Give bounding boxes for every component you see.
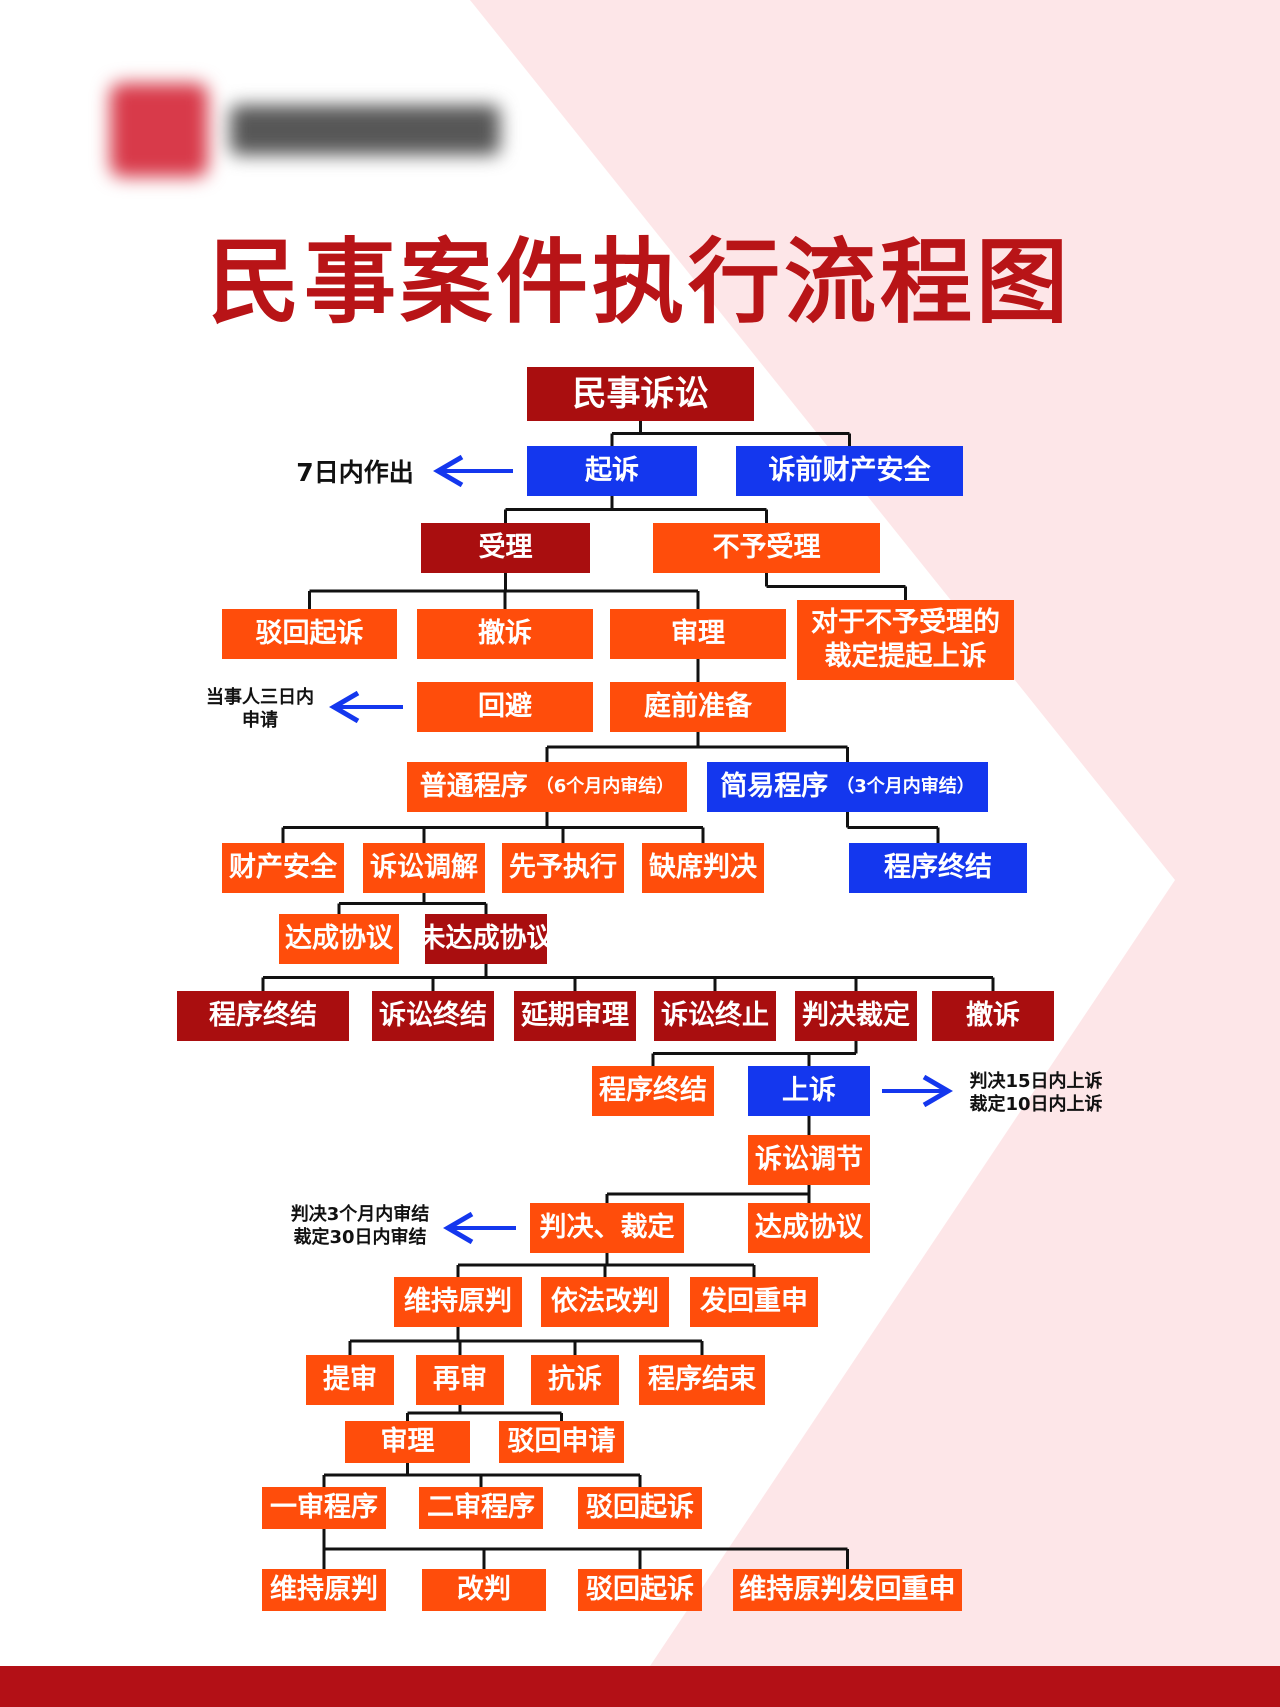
node-reject-application: 驳回申请 <box>499 1421 624 1463</box>
node-uphold-original-1: 维持原判 <box>394 1277 522 1327</box>
blue-arrow <box>433 454 513 488</box>
node-dismiss-suit-2: 驳回起诉 <box>578 1487 702 1529</box>
blue-arrow <box>882 1074 953 1108</box>
node-default-judgment: 缺席判决 <box>642 843 764 893</box>
node-pretrial-prep: 庭前准备 <box>610 682 786 732</box>
node-judgment-ruling-2: 判决、裁定 <box>530 1203 684 1253</box>
blurred-logo <box>110 75 510 185</box>
node-judgment-ruling: 判决裁定 <box>795 991 917 1041</box>
node-appeal-not-accept: 对于不予受理的 裁定提起上诉 <box>797 600 1014 680</box>
node-recusal: 回避 <box>417 682 593 732</box>
node-no-agreement: 未达成协议 <box>419 914 554 964</box>
node-termination-2: 程序终结 <box>592 1066 714 1116</box>
node-litigation-concluded: 诉讼终结 <box>372 991 494 1041</box>
node-protest: 抗诉 <box>531 1355 619 1405</box>
node-pre-litigation-property: 诉前财产安全 <box>736 446 963 496</box>
blue-arrow <box>329 690 403 724</box>
node-uphold-remand: 维持原判发回重申 <box>733 1569 962 1611</box>
node-amend: 改判 <box>422 1569 546 1611</box>
node-procedure-end: 程序结束 <box>639 1355 765 1405</box>
node-postponed-trial: 延期审理 <box>514 991 636 1041</box>
node-not-accept: 不予受理 <box>653 523 880 573</box>
node-ordinary-procedure: 普通程序（6个月内审结） <box>407 762 687 812</box>
node-uphold-original-2: 维持原判 <box>262 1569 386 1611</box>
node-bring-up-trial: 提审 <box>306 1355 394 1405</box>
node-remand-retrial: 发回重申 <box>690 1277 818 1327</box>
node-amend-judgment: 依法改判 <box>541 1277 669 1327</box>
node-first-instance: 一审程序 <box>262 1487 386 1529</box>
note-trial-deadline: 判决3个月内审结 裁定30日内审结 <box>290 1204 430 1249</box>
blue-arrow <box>443 1211 516 1245</box>
node-accept: 受理 <box>421 523 590 573</box>
note-three-days: 当事人三日内 申请 <box>206 687 314 732</box>
pink-chevron <box>470 0 1280 1666</box>
node-simple-procedure: 简易程序（3个月内审结） <box>707 762 988 812</box>
node-litigation-suspended: 诉讼终止 <box>654 991 776 1041</box>
node-withdraw-1: 撤诉 <box>417 609 593 659</box>
node-trial-1: 审理 <box>610 609 786 659</box>
node-file-suit: 起诉 <box>527 446 697 496</box>
note-seven-days: 7日内作出 <box>296 458 414 487</box>
node-mediation: 诉讼调解 <box>363 843 485 893</box>
node-second-instance: 二审程序 <box>419 1487 543 1529</box>
logo-text <box>230 105 500 155</box>
logo-mark <box>110 83 208 177</box>
bottom-bar <box>0 1666 1280 1707</box>
note-appeal-deadline: 判决15日内上诉 裁定10日内上诉 <box>969 1071 1103 1116</box>
page-title: 民事案件执行流程图 <box>207 229 1072 336</box>
node-trial-2: 审理 <box>345 1421 470 1463</box>
node-dismiss-suit-3: 驳回起诉 <box>578 1569 702 1611</box>
node-mediation-2: 诉讼调节 <box>748 1135 870 1185</box>
node-dismiss-suit-1: 驳回起诉 <box>222 609 397 659</box>
node-appeal: 上诉 <box>748 1066 870 1116</box>
node-agreement-2: 达成协议 <box>748 1203 870 1253</box>
node-property-security: 财产安全 <box>222 843 344 893</box>
node-retrial: 再审 <box>416 1355 504 1405</box>
node-civil-litigation: 民事诉讼 <box>527 367 754 421</box>
node-advance-execution: 先予执行 <box>502 843 624 893</box>
node-agreement-1: 达成协议 <box>279 914 399 964</box>
node-withdraw-2: 撤诉 <box>932 991 1054 1041</box>
node-termination-1: 程序终结 <box>177 991 349 1041</box>
node-termination-simple: 程序终结 <box>849 843 1027 893</box>
